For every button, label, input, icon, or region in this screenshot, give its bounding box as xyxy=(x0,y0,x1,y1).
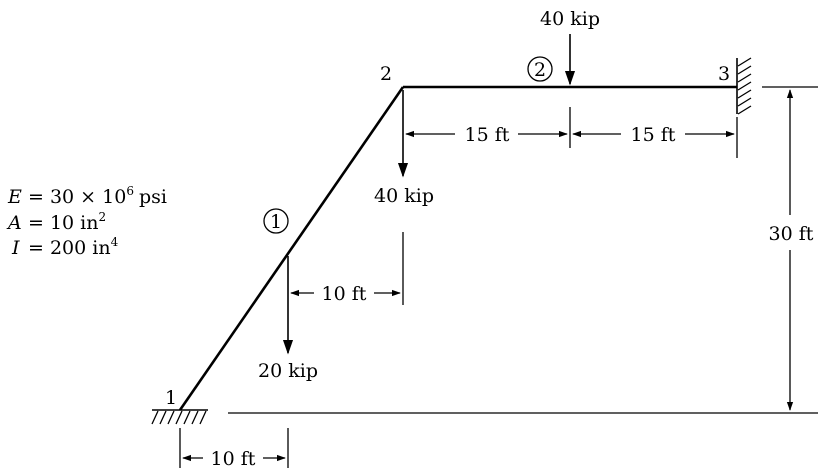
property-A: A = 10 in2 xyxy=(6,210,106,234)
load-label-top: 40 kip xyxy=(540,8,600,30)
property-I: I = 200 in4 xyxy=(11,235,119,259)
svg-text:1: 1 xyxy=(270,211,282,233)
fixed-support-node-3 xyxy=(736,57,752,115)
dimension-30ft-height xyxy=(228,86,818,414)
member-1 xyxy=(178,86,405,411)
node-2-label: 2 xyxy=(380,63,392,85)
load-label-node-2: 40 kip xyxy=(374,185,434,207)
dimension-10ft-middle-label: 10 ft xyxy=(322,283,367,305)
dimension-10ft-bottom-label: 10 ft xyxy=(211,448,256,470)
dimension-30ft-height-label: 30 ft xyxy=(769,223,814,245)
dimension-15ft-right-label: 15 ft xyxy=(631,124,676,146)
fixed-support-node-1 xyxy=(151,409,208,425)
load-label-member-1: 20 kip xyxy=(258,360,318,382)
element-2-tag: 2 xyxy=(527,56,553,82)
svg-text:I: I xyxy=(11,237,20,259)
svg-text:E: E xyxy=(7,186,22,208)
dimension-15ft-left xyxy=(405,107,738,158)
dimension-10ft-bottom xyxy=(179,428,289,468)
dimension-10ft-middle xyxy=(290,232,404,305)
node-3-label: 3 xyxy=(718,63,730,85)
element-1-tag: 1 xyxy=(263,208,289,234)
svg-text:A: A xyxy=(6,212,22,234)
svg-text:2: 2 xyxy=(534,59,546,81)
node-1-label: 1 xyxy=(165,387,177,409)
svg-text:= 10 in2: = 10 in2 xyxy=(28,210,106,234)
svg-text:= 200 in4: = 200 in4 xyxy=(28,235,119,259)
dimension-15ft-left-label: 15 ft xyxy=(465,124,510,146)
